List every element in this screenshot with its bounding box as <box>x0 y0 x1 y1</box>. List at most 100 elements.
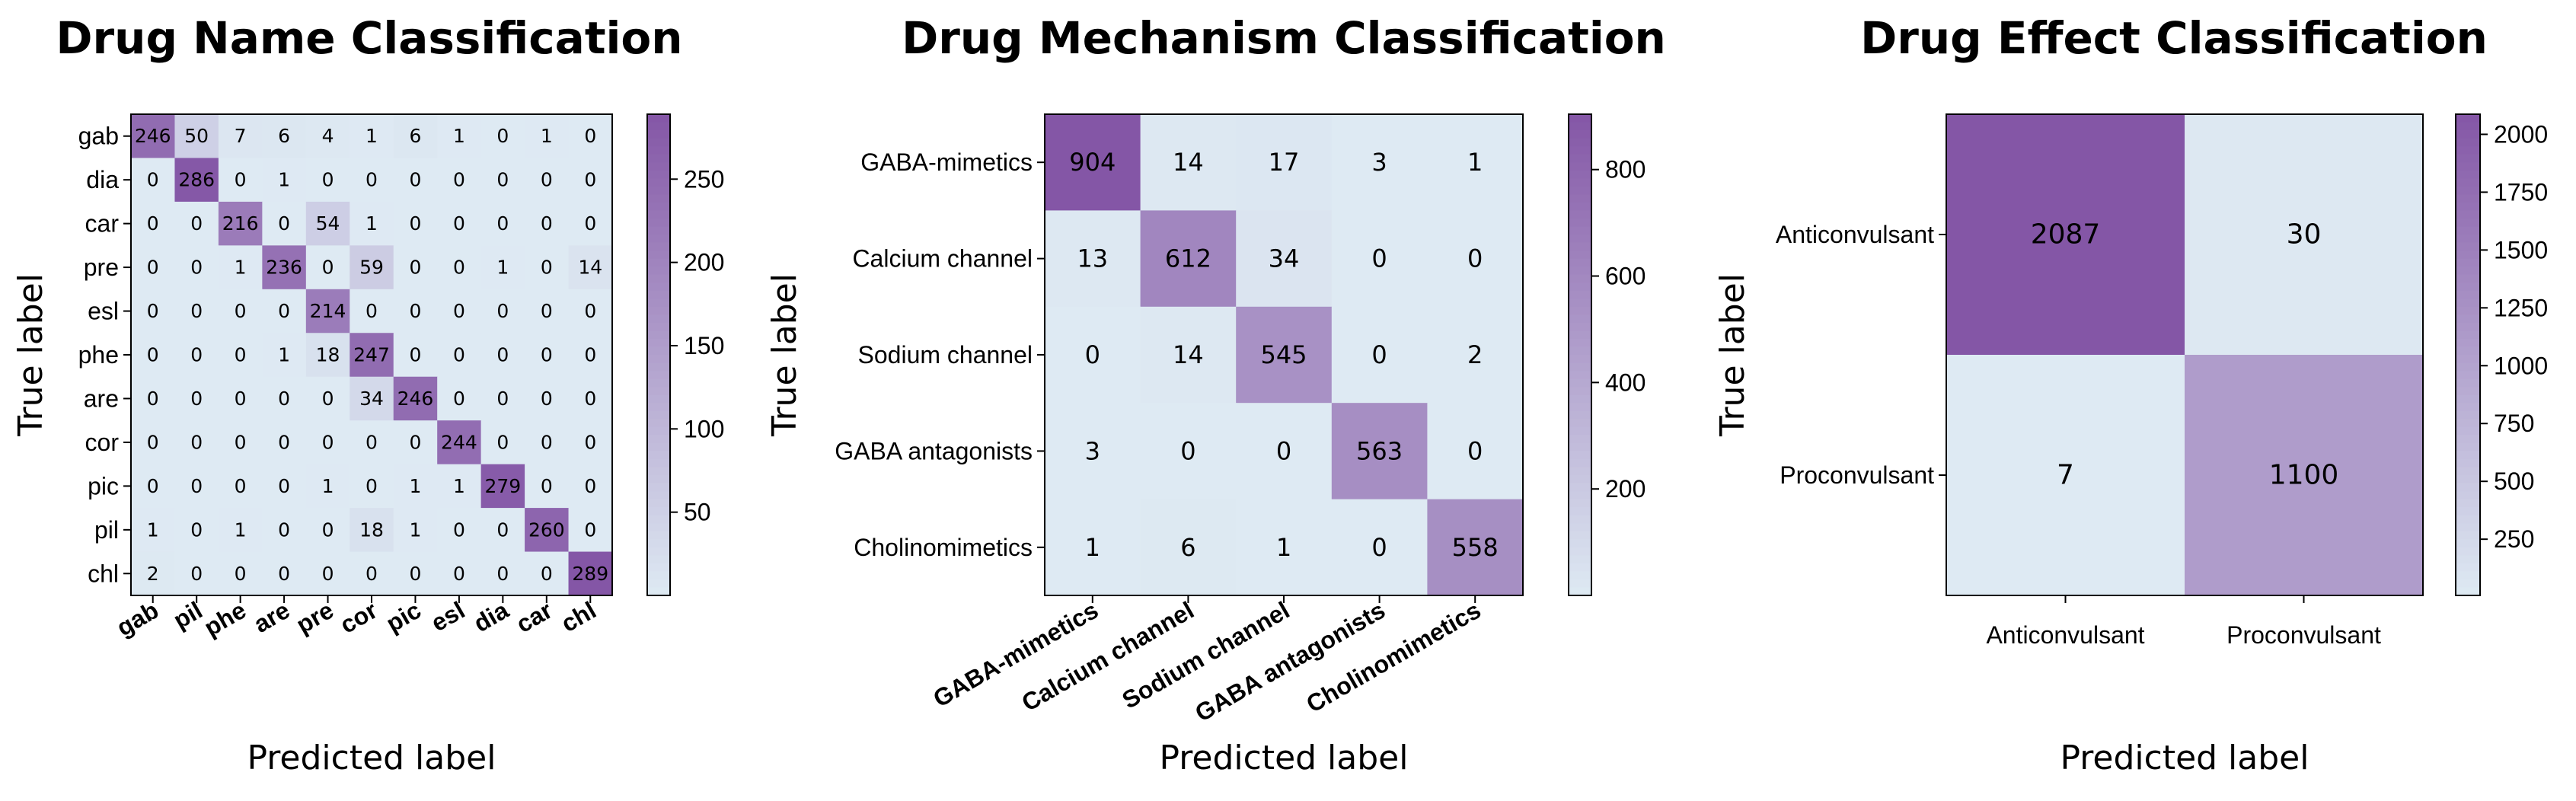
cell-value: 0 <box>365 300 378 322</box>
heatmap-cell <box>437 201 482 246</box>
heatmap-cell <box>350 245 394 290</box>
heatmap-cell <box>437 508 482 553</box>
heatmap-cell <box>350 376 394 421</box>
colorbar-segment <box>2456 122 2480 131</box>
colorbar-segment <box>1569 162 1591 171</box>
heatmap-cell <box>350 420 394 465</box>
cell-value: 0 <box>278 212 290 235</box>
cell-value: 0 <box>278 431 290 453</box>
cell-value: 545 <box>1260 340 1307 369</box>
x-axis-label: Predicted label <box>2060 739 2309 777</box>
colorbar-segment <box>1569 555 1591 564</box>
colorbar-segment <box>2456 475 2480 484</box>
cell-value: 0 <box>541 257 553 279</box>
colorbar-tick-label: 1750 <box>2494 178 2548 206</box>
cell-value: 0 <box>541 300 553 322</box>
y-tick-label: chl <box>88 560 119 587</box>
colorbar-segment <box>1569 226 1591 235</box>
heatmap-cell <box>218 245 263 290</box>
y-tick-label: car <box>85 210 120 238</box>
colorbar-segment <box>647 290 670 299</box>
cell-value: 0 <box>410 300 422 322</box>
heatmap-cell <box>480 114 525 158</box>
heatmap-cell <box>393 508 438 553</box>
colorbar-segment <box>647 162 670 171</box>
cell-value: 0 <box>541 344 553 366</box>
heatmap-cell <box>174 289 219 333</box>
colorbar-segment <box>2456 314 2480 324</box>
colorbar-segment <box>2456 403 2480 412</box>
colorbar-segment <box>647 387 670 396</box>
heatmap-cell <box>131 333 175 378</box>
colorbar-tick-label: 800 <box>1605 156 1646 183</box>
heatmap-cell <box>174 158 219 203</box>
x-tick-label: car <box>512 596 557 638</box>
cell-value: 6 <box>410 125 422 147</box>
colorbar-segment <box>1569 563 1591 572</box>
cell-value: 0 <box>496 344 509 366</box>
cell-value: 1 <box>278 169 290 191</box>
colorbar-segment <box>2456 298 2480 308</box>
colorbar-segment <box>1569 458 1591 468</box>
colorbar-segment <box>2456 330 2480 340</box>
cell-value: 0 <box>541 212 553 235</box>
colorbar-segment <box>1569 251 1591 260</box>
colorbar-segment <box>1569 387 1591 396</box>
heatmap-cell <box>1140 403 1237 500</box>
heatmap-cell <box>174 508 219 553</box>
heatmap-cell <box>525 376 570 421</box>
heatmap-cell <box>174 245 219 290</box>
colorbar-segment <box>647 539 670 548</box>
colorbar-segment <box>1569 322 1591 331</box>
heatmap-cell <box>1331 114 1428 211</box>
colorbar-segment <box>647 258 670 267</box>
cell-value: 17 <box>1269 148 1300 177</box>
heatmap-cell <box>218 333 263 378</box>
y-tick-label: are <box>84 385 119 412</box>
x-tick-label: are <box>249 596 295 638</box>
colorbar-segment <box>2456 346 2480 356</box>
cell-value: 0 <box>147 257 159 279</box>
cell-value: 563 <box>1356 436 1403 465</box>
heatmap-cell <box>568 201 613 246</box>
cell-value: 0 <box>1371 244 1387 273</box>
colorbar-segment <box>1569 442 1591 452</box>
colorbar-segment <box>647 122 670 131</box>
cell-value: 0 <box>584 431 596 453</box>
cell-value: 0 <box>1467 244 1483 273</box>
cell-value: 0 <box>235 344 247 366</box>
colorbar-segment <box>647 555 670 564</box>
colorbar-tick-label: 150 <box>684 332 724 359</box>
cell-value: 0 <box>190 431 203 453</box>
cell-value: 0 <box>235 475 247 497</box>
x-tick-label: cor <box>335 596 381 639</box>
heatmap-cell <box>393 114 438 158</box>
cell-value: 1 <box>322 475 334 497</box>
heatmap-cell <box>2185 114 2424 356</box>
colorbar-segment <box>1569 531 1591 540</box>
colorbar-segment <box>647 266 670 276</box>
cell-value: 3 <box>1371 148 1387 177</box>
colorbar-segment <box>2456 282 2480 292</box>
colorbar-tick-label: 200 <box>684 249 724 276</box>
cell-value: 0 <box>365 475 378 497</box>
colorbar-segment <box>647 579 670 589</box>
colorbar-segment <box>2456 458 2480 468</box>
heatmap-cell <box>393 158 438 203</box>
heatmap-cell <box>350 464 394 509</box>
cell-value: 0 <box>410 563 422 585</box>
colorbar-tick-label: 600 <box>1605 263 1646 290</box>
heatmap-cell <box>525 508 570 553</box>
colorbar-segment <box>1569 403 1591 412</box>
colorbar-segment <box>1569 210 1591 219</box>
colorbar-segment <box>1569 338 1591 348</box>
cell-value: 0 <box>147 475 159 497</box>
x-tick-label: pic <box>381 596 426 637</box>
heatmap-cell <box>1140 499 1237 596</box>
cell-value: 0 <box>496 431 509 453</box>
colorbar-segment <box>1569 587 1591 596</box>
cell-value: 30 <box>2287 219 2322 251</box>
colorbar-tick-label: 500 <box>2494 468 2534 495</box>
colorbar-segment <box>647 531 670 540</box>
y-tick-label: pre <box>84 254 119 281</box>
